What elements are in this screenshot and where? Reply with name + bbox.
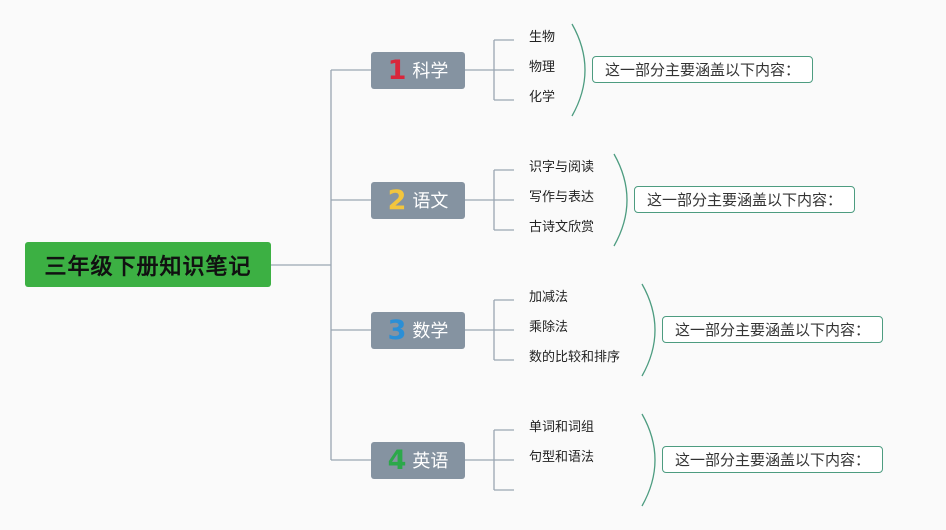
summary-box[interactable]: 这一部分主要涵盖以下内容：: [592, 56, 814, 83]
summary-brace: [571, 23, 586, 117]
branch-label: 英语: [412, 451, 449, 472]
leaf-topic[interactable]: 物理: [529, 60, 556, 75]
leaf-topic[interactable]: 写作与表达: [529, 190, 595, 205]
branch-number-badge: 3: [387, 314, 407, 346]
branch-label: 数学: [412, 321, 449, 342]
leaf-topic[interactable]: 生物: [529, 30, 556, 45]
leaf-topic[interactable]: 化学: [529, 90, 556, 105]
branch-label: 语文: [412, 191, 449, 212]
summary-box[interactable]: 这一部分主要涵盖以下内容：: [634, 186, 856, 213]
summary-box[interactable]: 这一部分主要涵盖以下内容：: [662, 446, 884, 473]
leaf-topic[interactable]: 古诗文欣赏: [529, 220, 595, 235]
root-topic[interactable]: 三年级下册知识笔记: [25, 242, 271, 287]
branch-label: 科学: [412, 61, 449, 82]
summary-brace: [641, 283, 656, 377]
leaf-topic[interactable]: 单词和词组: [529, 420, 595, 435]
leaf-topic[interactable]: 乘除法: [529, 320, 569, 335]
branch-number-badge: 2: [387, 184, 407, 216]
summary-brace: [613, 153, 628, 247]
branch-number-badge: 1: [387, 54, 407, 86]
branch-number-badge: 4: [387, 444, 407, 476]
leaf-topic[interactable]: 句型和语法: [529, 450, 595, 465]
summary-box[interactable]: 这一部分主要涵盖以下内容：: [662, 316, 884, 343]
summary-brace: [641, 413, 656, 507]
leaf-topic[interactable]: 识字与阅读: [529, 160, 595, 175]
leaf-topic[interactable]: 加减法: [529, 290, 569, 305]
leaf-topic[interactable]: 数的比较和排序: [529, 350, 621, 365]
